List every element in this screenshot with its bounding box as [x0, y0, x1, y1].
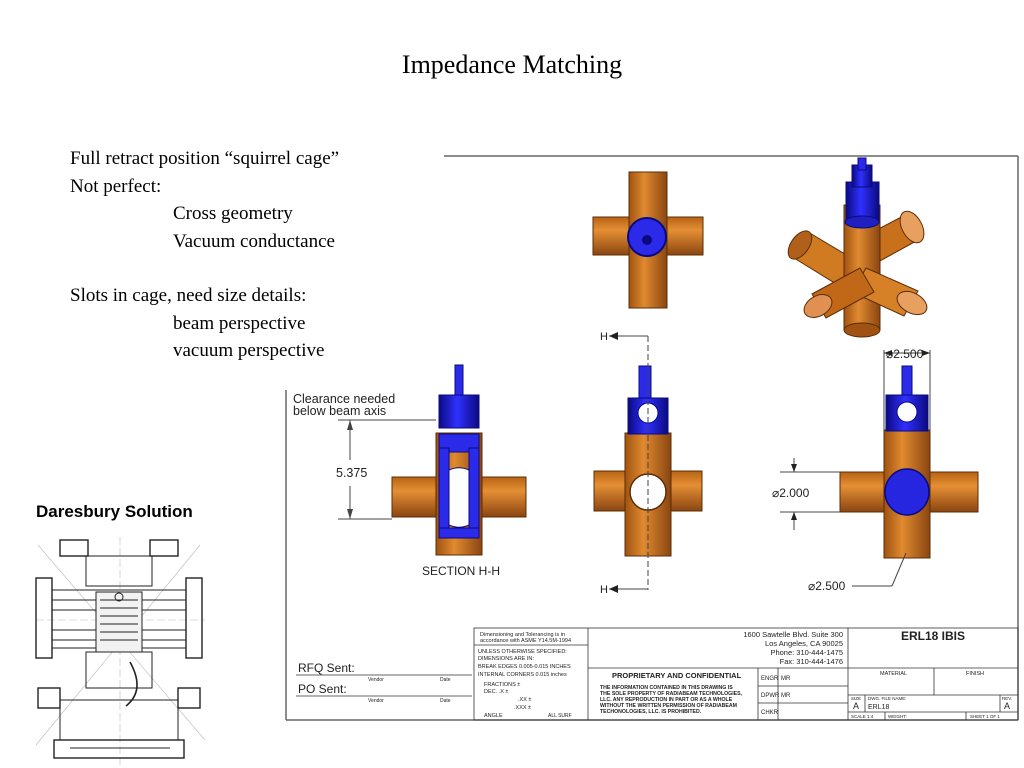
rev-label: REV. [1002, 696, 1012, 701]
unless-line: DIMENSIONS ARE IN: [478, 656, 534, 662]
dwg-label: DWG. FILE NAME: [868, 696, 907, 701]
proprietary-line: TECHONOLOGIES, LLC. IS PROHIBITED. [600, 709, 702, 715]
tol-line: .XX ± [518, 697, 531, 703]
chkr-label: CHKR [761, 710, 779, 716]
note-line: beam perspective [173, 312, 306, 334]
note-line: Not perfect: [70, 175, 162, 197]
dim-height-label: 5.375 [336, 466, 367, 480]
dpwr-initials: MR [781, 693, 791, 699]
vendor-label: Vendor [368, 698, 384, 704]
cross-top-view [592, 171, 704, 309]
address-line: 1600 Sawtelle Blvd. Suite 300 [743, 630, 843, 639]
proprietary-line: THE INFORMATION CONTAINED IN THIS DRAWIN… [600, 685, 733, 691]
diameter-dimensions: ⌀2.500 ⌀2.000 ⌀2.500 [772, 347, 931, 593]
tol-line: DEC. .X ± [484, 689, 508, 695]
rfq-po-block: RFQ Sent: Vendor Date PO Sent: Vendor Da… [296, 661, 472, 704]
all-surf-label: ALL SURF [548, 713, 572, 719]
address-line: Los Angeles, CA 90025 [765, 639, 843, 648]
title-block [473, 627, 1019, 721]
note-line: Vacuum conductance [173, 230, 335, 252]
slide-title: Impedance Matching [401, 50, 623, 79]
cross-side-view [839, 365, 979, 559]
tol-line: .XXX ± [514, 705, 531, 711]
engr-label: ENGR [761, 676, 779, 682]
proprietary-line: THE SOLE PROPERTY OF RADIABEAM TECHNOLOG… [600, 691, 743, 697]
address-line: Fax: 310-444-1476 [780, 657, 843, 666]
finish-label: FINISH [966, 671, 984, 677]
address-line: Phone: 310-444-1475 [770, 648, 843, 657]
note-line: Slots in cage, need size details: [70, 285, 307, 306]
section-label: SECTION H-H [422, 564, 500, 578]
notes-text: Full retract position “squirrel cage” No… [70, 145, 339, 365]
rfq-label: RFQ Sent: [298, 661, 355, 675]
date-label: Date [440, 677, 451, 683]
section-marker-top: H [600, 331, 608, 343]
tolerance-note: accordance with ASME Y14.5M-1994 [480, 638, 571, 644]
sheet-title: ERL18 IBIS [901, 629, 965, 643]
note-line: Full retract position “squirrel cage” [70, 148, 340, 169]
engr-initials: MR [781, 676, 791, 682]
size-value: A [853, 701, 859, 711]
dim-left-label: ⌀2.000 [772, 486, 810, 500]
clearance-annotation: Clearance needed below beam axis 5.375 S… [293, 392, 500, 578]
dwg-value: ERL18 [868, 704, 890, 711]
proprietary-line: WITHOUT THE WRITTEN PERMISSION OF RADIAB… [600, 703, 737, 709]
daresbury-drawing [35, 537, 206, 765]
tolerance-note: Dimensioning and Tolerancing is in [480, 632, 565, 638]
section-marker-bottom: H [600, 584, 608, 596]
note-line: vacuum perspective [173, 340, 325, 361]
unless-line: INTERNAL CORNERS 0.015 inches [478, 672, 567, 678]
weight-label: WEIGHT: [888, 714, 907, 719]
unless-line: BREAK EDGES 0.005-0.015 INCHES [478, 664, 571, 670]
vendor-label: Vendor [368, 677, 384, 683]
section-hh-view [391, 364, 527, 556]
section-line-marker: H H [600, 331, 649, 596]
sheet-number: SHEET 1 OF 1 [970, 714, 1000, 719]
size-label: SIZE [851, 696, 861, 701]
tol-line: FRACTIONS ± [484, 682, 520, 688]
cross-isometric-view [787, 157, 928, 338]
dpwr-label: DPWR [761, 693, 780, 699]
proprietary-line: LLC. ANY REPRODUCTION IN PART OR AS A WH… [600, 697, 733, 703]
angle-label: ANGLE [484, 713, 503, 719]
dim-top-label: ⌀2.500 [886, 347, 924, 361]
dim-bottom-label: ⌀2.500 [808, 579, 846, 593]
material-label: MATERIAL [880, 671, 907, 677]
title-block-text: Dimensioning and Tolerancing is in accor… [478, 629, 1012, 719]
clearance-note-line: Clearance needed [293, 392, 395, 406]
daresbury-label: Daresbury Solution [36, 502, 193, 521]
proprietary-title: PROPRIETARY AND CONFIDENTIAL [612, 671, 742, 680]
unless-line: UNLESS OTHERWISE SPECIFIED: [478, 649, 567, 655]
date-label: Date [440, 698, 451, 704]
rev-value: A [1004, 701, 1010, 711]
po-label: PO Sent: [298, 682, 347, 696]
clearance-note-line: below beam axis [293, 404, 386, 418]
note-line: Cross geometry [173, 203, 293, 224]
scale-label: SCALE 1:4 [851, 714, 874, 719]
